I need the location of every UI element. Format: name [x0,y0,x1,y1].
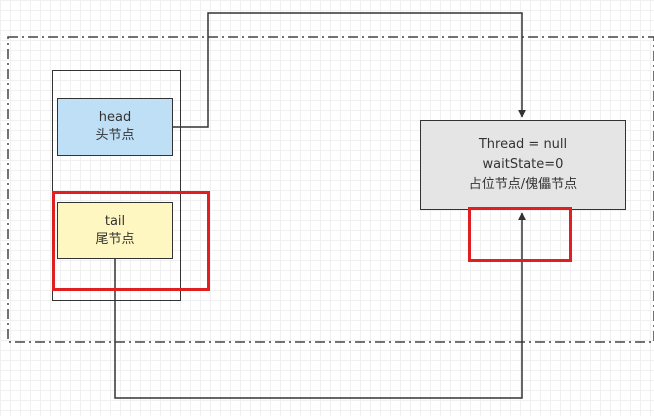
head-node: head 头节点 [57,98,173,156]
placeholder-waitstate-label: waitState=0 [482,157,564,172]
placeholder-description-label: 占位节点/傀儡节点 [468,177,578,192]
tail-node-subtitle: 尾节点 [95,231,135,247]
head-to-placeholder-arrow [173,12,526,128]
tail-node: tail 尾节点 [57,202,173,259]
tail-node-title: tail [104,213,126,229]
placeholder-node: Thread = null waitState=0 占位节点/傀儡节点 [420,120,626,210]
dashed-boundary [7,36,654,343]
placeholder-slot-highlight-box [468,207,572,262]
tail-to-placeholder-arrow [114,212,526,399]
queue-frame [52,70,181,301]
placeholder-thread-label: Thread = null [478,137,568,152]
tail-highlight-box [52,191,210,291]
head-node-title: head [98,110,132,125]
head-node-subtitle: 头节点 [95,128,135,143]
